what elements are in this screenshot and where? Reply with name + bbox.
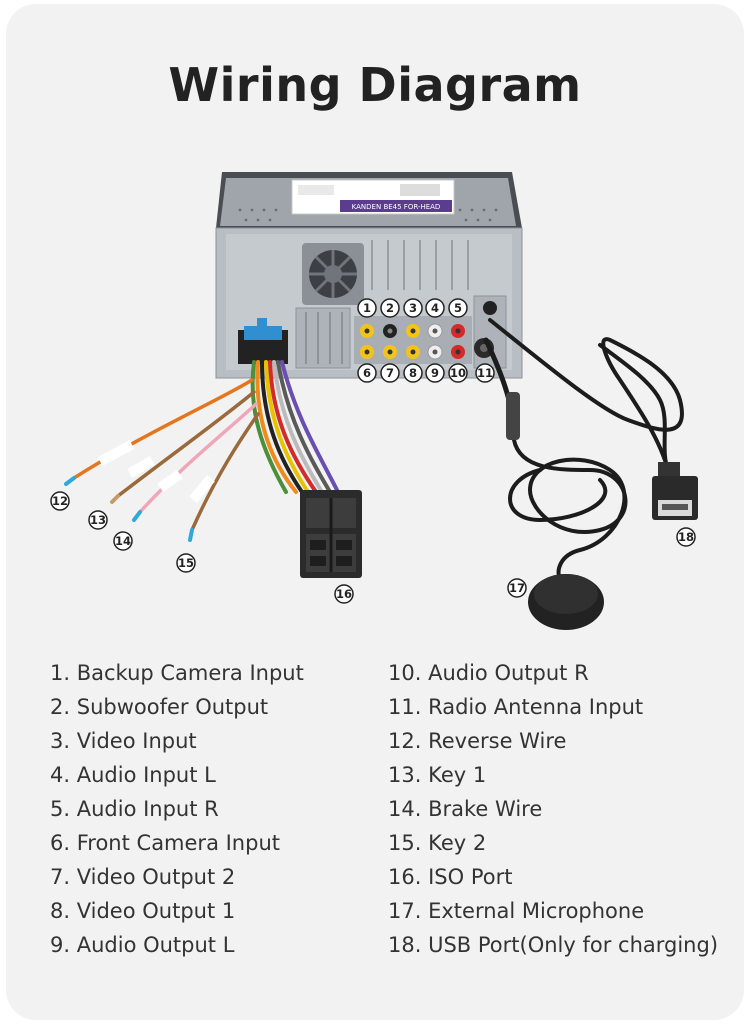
callout-15: 15: [176, 553, 196, 573]
svg-text:5: 5: [454, 301, 462, 315]
callout-3: 3: [403, 298, 423, 318]
legend-item: 6. Front Camera Input: [50, 831, 280, 855]
legend-item: 1. Backup Camera Input: [50, 661, 304, 685]
legend-item: 13. Key 1: [388, 763, 487, 787]
svg-text:10: 10: [450, 366, 466, 380]
callout-17: 17: [507, 578, 527, 598]
legend-item: 7. Video Output 2: [50, 865, 236, 889]
legend-item: 15. Key 2: [388, 831, 487, 855]
legend-item: 14. Brake Wire: [388, 797, 543, 821]
svg-text:15: 15: [178, 556, 194, 570]
svg-text:17: 17: [509, 581, 525, 595]
callout-5: 5: [448, 298, 468, 318]
mic-plug: [506, 392, 520, 440]
svg-text:16: 16: [336, 587, 352, 601]
legend-item: 18. USB Port(Only for charging): [388, 933, 719, 957]
legend-item: 12. Reverse Wire: [388, 729, 567, 753]
usb-cable: [488, 318, 684, 472]
legend-item: 4. Audio Input L: [50, 763, 216, 787]
svg-text:13: 13: [90, 513, 106, 527]
legend-item: 5. Audio Input R: [50, 797, 219, 821]
legend-item: 3. Video Input: [50, 729, 197, 753]
unit-label: KANDEN BE45 FOR-HEAD: [352, 203, 441, 211]
legend-item: 10. Audio Output R: [388, 661, 589, 685]
legend-item: 17. External Microphone: [388, 899, 645, 923]
callout-6: 6: [357, 363, 377, 383]
svg-text:4: 4: [431, 301, 439, 315]
callout-9: 9: [425, 363, 445, 383]
svg-text:6: 6: [363, 366, 371, 380]
svg-text:18: 18: [678, 530, 694, 544]
head-unit: KANDEN BE45 FOR-HEAD: [215, 172, 523, 379]
legend-item: 8. Video Output 1: [50, 899, 236, 923]
callout-8: 8: [403, 363, 423, 383]
legend-right: 10. Audio Output R 11. Radio Antenna Inp…: [388, 656, 718, 962]
iso-connector: [300, 490, 362, 578]
callout-10: 10: [448, 363, 468, 383]
page-title: Wiring Diagram: [168, 58, 582, 112]
legend-item: 2. Subwoofer Output: [50, 695, 269, 719]
legend-item: 16. ISO Port: [388, 865, 513, 889]
legend-left: 1. Backup Camera Input 2. Subwoofer Outp…: [50, 656, 304, 962]
svg-text:14: 14: [115, 534, 131, 548]
callouts: 1 2 3 4 5 6 7 8 9 10 11 12 13 14 15 16 1…: [50, 298, 696, 604]
svg-text:1: 1: [363, 301, 371, 315]
callout-4: 4: [425, 298, 445, 318]
callout-11: 11: [475, 363, 495, 383]
svg-text:8: 8: [409, 366, 417, 380]
usb-connector: [652, 462, 698, 520]
callout-13: 13: [88, 510, 108, 530]
svg-text:7: 7: [386, 366, 394, 380]
harness-wires: [64, 360, 340, 542]
svg-text:11: 11: [477, 366, 493, 380]
legend-item: 11. Radio Antenna Input: [388, 695, 644, 719]
callout-2: 2: [380, 298, 400, 318]
callout-12: 12: [50, 491, 70, 511]
svg-text:12: 12: [52, 494, 68, 508]
callout-1: 1: [357, 298, 377, 318]
svg-text:2: 2: [386, 301, 394, 315]
callout-14: 14: [113, 531, 133, 551]
svg-text:3: 3: [409, 301, 417, 315]
callout-7: 7: [380, 363, 400, 383]
legend-item: 9. Audio Output L: [50, 933, 235, 957]
callout-16: 16: [334, 584, 354, 604]
svg-text:9: 9: [431, 366, 439, 380]
callout-18: 18: [676, 527, 696, 547]
rca-jacks: [354, 316, 472, 364]
